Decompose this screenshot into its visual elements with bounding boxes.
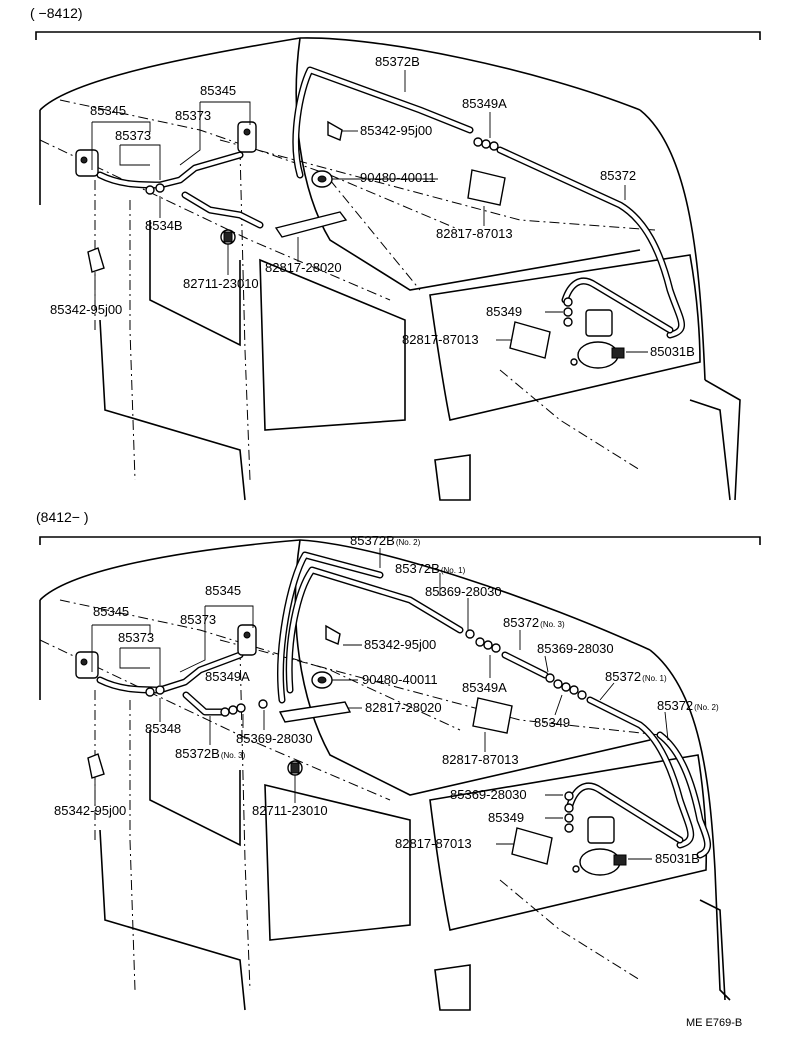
label-pump: 85031B <box>650 344 695 359</box>
label-hose-no2: 85372(No. 2) <box>657 698 719 713</box>
joint-icon <box>465 629 475 639</box>
grommet-icon <box>311 671 333 689</box>
label-hose-b-no3: 85372B(No. 3) <box>175 746 246 761</box>
clamp-icon <box>87 247 105 273</box>
label-hose-left: 85373 <box>115 128 151 143</box>
label-plate-lower: 82817-87013 <box>402 332 479 347</box>
section-bottom: (8412− ) <box>36 509 761 1011</box>
clip-icon <box>220 229 236 245</box>
label-hose-no1: 85372(No. 1) <box>605 669 667 684</box>
washer-nozzle-icon <box>237 121 257 153</box>
washer-nozzle-icon <box>75 651 99 679</box>
label-connector: 85349 <box>486 304 522 319</box>
label-washer-nozzle-right: 85345 <box>200 83 236 98</box>
hoses-bottom <box>96 551 711 859</box>
label-washer-nozzle-left: 85345 <box>90 103 126 118</box>
label-plate-icon <box>472 697 513 734</box>
section-top: ( −8412) <box>30 5 761 501</box>
joint-icon <box>145 685 165 697</box>
label-joint-3: 85369-28030 <box>236 731 313 746</box>
label-washer-nozzle-right: 85345 <box>205 583 241 598</box>
joint-icon <box>145 183 165 195</box>
drawing-code: ME E769-B <box>686 1017 742 1029</box>
label-plate-center: 82817-28020 <box>365 700 442 715</box>
label-connector-a-right: 85349A <box>462 680 507 695</box>
connector-icon <box>473 137 499 151</box>
label-hose-right: 85373 <box>180 612 216 627</box>
label-plate-icon <box>274 211 348 238</box>
washer-nozzle-icon <box>75 149 99 177</box>
washer-pump-icon <box>570 309 625 369</box>
label-washer-nozzle-left: 85345 <box>93 604 129 619</box>
connector-icon <box>475 637 501 653</box>
label-clip: 82711-23010 <box>183 276 259 291</box>
label-hose-b-no2: 85372B(No. 2) <box>350 533 421 548</box>
grommet-icon <box>311 170 333 188</box>
washer-nozzle-icon <box>237 624 257 656</box>
labels-bottom: 85372B(No. 2) 85372B(No. 1) 85345 85369-… <box>54 533 719 866</box>
label-connector: 85349 <box>488 810 524 825</box>
joint-icon <box>545 673 555 683</box>
label-hose-left: 85373 <box>118 630 154 645</box>
label-plate-center: 82817-28020 <box>265 260 342 275</box>
label-pump: 85031B <box>655 851 700 866</box>
label-joint-b: 85348 <box>145 721 181 736</box>
joint-icon <box>564 791 574 801</box>
clip-icon <box>287 760 303 776</box>
label-hose-top: 85372B <box>375 54 420 69</box>
connector-icon <box>563 297 573 327</box>
label-plate-icon <box>467 169 506 206</box>
label-plate-icon <box>511 827 553 865</box>
clamp-icon <box>327 120 343 141</box>
hoses-top <box>96 66 686 339</box>
parts-top <box>75 120 625 369</box>
label-plate-right: 82817-87013 <box>436 226 513 241</box>
label-plate-icon <box>509 321 551 359</box>
label-hose-b-no1: 85372B(No. 1) <box>395 561 466 576</box>
label-connector-a-left: 85349A <box>205 669 250 684</box>
label-connector-mid: 85349 <box>534 715 570 730</box>
clamp-icon <box>87 753 105 779</box>
label-joint-4: 85369-28030 <box>450 787 527 802</box>
van-body-bottom <box>39 539 731 1011</box>
section-top-range: ( −8412) <box>30 5 83 21</box>
label-clamp-right: 85342-95j00 <box>360 123 432 138</box>
label-connector-a: 85349A <box>462 96 507 111</box>
label-joint-2: 85369-28030 <box>537 641 614 656</box>
washer-pump-icon <box>572 816 627 876</box>
connector-icon <box>553 679 579 695</box>
parts-bottom <box>75 624 627 876</box>
label-grommet: 90480-40011 <box>360 170 436 185</box>
label-hose-right: 85373 <box>175 108 211 123</box>
label-clamp-left: 85342-95j00 <box>50 302 122 317</box>
label-plate-lower: 82817-87013 <box>395 836 472 851</box>
section-bottom-bracket <box>39 536 761 545</box>
label-clamp-left: 85342-95j00 <box>54 803 126 818</box>
label-plate-right: 82817-87013 <box>442 752 519 767</box>
section-top-bracket <box>35 31 761 40</box>
leaders-bottom <box>91 548 669 860</box>
label-joint-b: 8534B <box>145 218 183 233</box>
label-plate-icon <box>278 701 352 723</box>
label-clip: 82711-23010 <box>252 803 328 818</box>
label-clamp-right: 85342-95j00 <box>364 637 436 652</box>
label-hose-no3: 85372(No. 3) <box>503 615 565 630</box>
label-hose-rear: 85372 <box>600 168 636 183</box>
label-grommet: 90480-40011 <box>362 672 438 687</box>
connector-icon <box>564 803 574 833</box>
joint-icon <box>258 699 268 709</box>
joint-icon <box>577 690 587 700</box>
labels-top: 85345 85345 85373 85373 85372B 85349A 85… <box>50 54 695 359</box>
clamp-icon <box>325 624 341 645</box>
section-bottom-range: (8412− ) <box>36 509 89 525</box>
label-joint-1: 85369-28030 <box>425 584 502 599</box>
van-body-top <box>39 37 741 501</box>
connector-icon <box>220 703 246 717</box>
leaders-top <box>91 70 648 353</box>
